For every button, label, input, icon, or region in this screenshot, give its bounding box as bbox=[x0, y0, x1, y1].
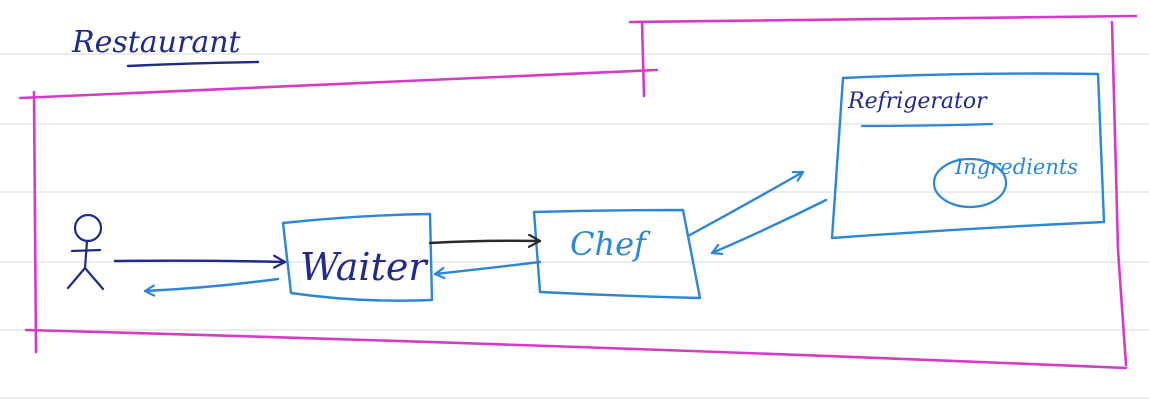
refrigerator-underline bbox=[860, 122, 994, 128]
arrow-chef-to-waiter bbox=[433, 260, 542, 274]
diagram-title: Restaurant bbox=[71, 25, 242, 60]
chef-label: Chef bbox=[570, 225, 651, 263]
arrow-waiter-to-customer bbox=[143, 277, 280, 291]
ingredients-label: Ingredients bbox=[954, 155, 1078, 179]
refrigerator-box bbox=[830, 72, 1106, 240]
arrow-waiter-to-chef bbox=[428, 241, 542, 243]
arrow-chef-to-refrigerator bbox=[686, 170, 805, 238]
chef-box bbox=[532, 208, 702, 300]
restaurant-boundary bbox=[18, 14, 1138, 370]
ruled-lines bbox=[0, 53, 1149, 399]
refrigerator-label: Refrigerator bbox=[847, 89, 988, 114]
ingredients-circle bbox=[932, 157, 1008, 209]
arrow-customer-to-waiter bbox=[113, 261, 287, 262]
customer-figure bbox=[66, 213, 105, 291]
waiter-box bbox=[281, 212, 434, 302]
waiter-label: Waiter bbox=[300, 245, 429, 289]
arrow-refrigerator-to-chef bbox=[710, 198, 828, 253]
title-underline bbox=[126, 60, 260, 68]
edges bbox=[113, 170, 828, 291]
